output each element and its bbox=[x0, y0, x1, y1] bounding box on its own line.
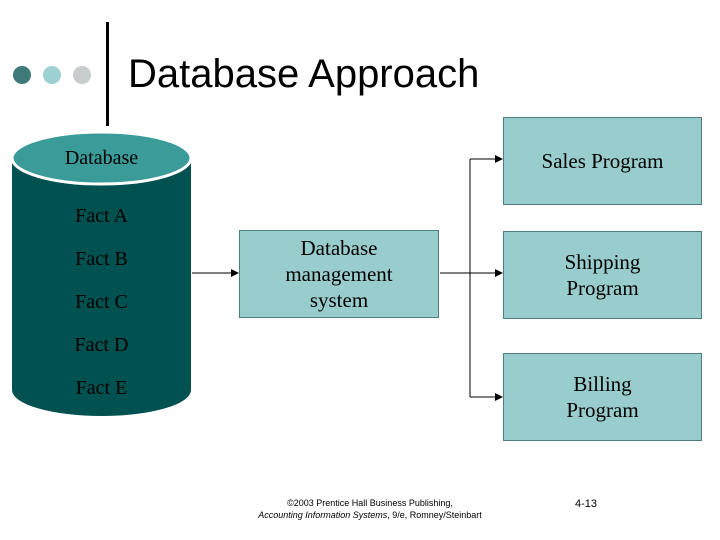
shipping-program-label-line1: Shipping bbox=[564, 249, 641, 274]
billing-program-box: Billing Program bbox=[503, 353, 702, 441]
bullet-dot-dark bbox=[13, 66, 31, 84]
bullet-dot-gray bbox=[73, 66, 91, 84]
footer-copyright: ©2003 Prentice Hall Business Publishing,… bbox=[210, 497, 530, 521]
footer-line1: ©2003 Prentice Hall Business Publishing, bbox=[287, 498, 453, 508]
dbms-label-line1: Database bbox=[300, 235, 378, 260]
slide-title: Database Approach bbox=[128, 52, 480, 96]
billing-program-label-line1: Billing bbox=[573, 371, 632, 396]
dbms-label-line2: management bbox=[285, 261, 393, 286]
fact-a: Fact A bbox=[75, 205, 128, 227]
fact-c: Fact C bbox=[75, 291, 128, 313]
footer-book-title: Accounting Information Systems bbox=[258, 510, 388, 521]
shipping-program-box: Shipping Program bbox=[503, 231, 702, 319]
dbms-label-line3: system bbox=[309, 288, 369, 313]
slide-number: 4-13 bbox=[575, 498, 598, 510]
shipping-program-label-line2: Program bbox=[566, 276, 639, 300]
database-cylinder-body bbox=[12, 160, 191, 416]
sales-program-label: Sales Program bbox=[541, 148, 664, 173]
billing-program-label-line2: Program bbox=[566, 398, 639, 422]
database-cylinder-top bbox=[10, 130, 193, 186]
title-divider bbox=[106, 22, 109, 126]
footer-edition: , 9/e, Romney/Steinbart bbox=[387, 510, 482, 521]
fact-e: Fact E bbox=[75, 377, 128, 399]
fact-b: Fact B bbox=[75, 248, 128, 270]
fact-d: Fact D bbox=[74, 334, 129, 356]
dbms-box: Database management system bbox=[239, 230, 439, 318]
database-label: Database bbox=[64, 147, 139, 169]
sales-program-box: Sales Program bbox=[503, 117, 702, 205]
bullet-dot-light bbox=[43, 66, 61, 84]
